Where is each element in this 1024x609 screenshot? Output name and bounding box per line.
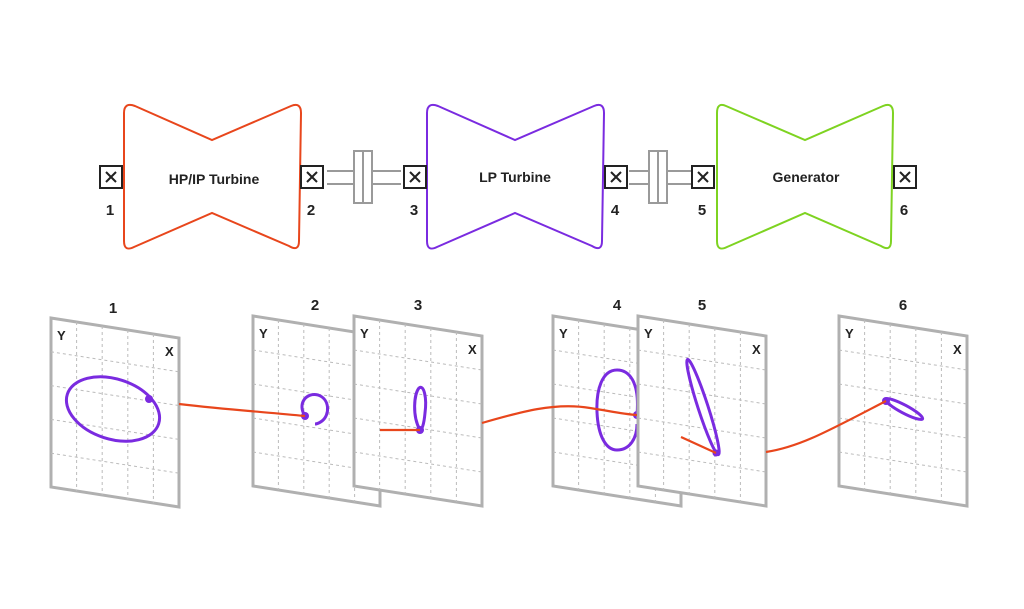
deflection-segment-1-2 (178, 402, 306, 418)
orbit-panels: YX1YX2YX3YX4YX5YX6 (49, 297, 969, 509)
machine-label: HP/IP Turbine (169, 171, 260, 187)
machine-label: Generator (773, 169, 840, 185)
bearing-3: 3 (403, 165, 427, 219)
orbit-plot-2: YX2 (251, 297, 382, 508)
bearing-cross-icon (899, 171, 911, 183)
orbit-trace (300, 393, 329, 426)
orbit-plot-1: Y X 1 (49, 300, 181, 509)
y-axis-label: Y (259, 326, 268, 341)
plot-number: 5 (698, 297, 706, 314)
bearing-4: 4 (604, 165, 628, 219)
bearing-cross-icon (409, 171, 421, 183)
bearing-number: 4 (611, 202, 620, 219)
shaft-deflection-line (178, 400, 887, 455)
plot-frame (352, 314, 484, 508)
coupling-2 (648, 150, 668, 204)
y-axis-label: Y (360, 326, 369, 341)
hp-ip-turbine: HP/IP Turbine (123, 103, 303, 250)
plot-number: 6 (899, 297, 907, 314)
plot-frame (636, 314, 768, 508)
plot-frame (251, 314, 382, 508)
bearing-number: 3 (410, 202, 418, 219)
plot-number: 4 (613, 297, 622, 314)
bearing-number: 1 (106, 202, 114, 219)
machine-label: LP Turbine (479, 169, 551, 185)
plot-frame (49, 316, 181, 509)
bearing-cross-icon (306, 171, 318, 183)
plot-number: 2 (311, 297, 319, 314)
orbit-keyphasor-dot (145, 395, 153, 403)
orbit-plot-6: Y X 6 (837, 297, 969, 508)
bearing-5: 5 (691, 165, 715, 219)
lp-turbine: LP Turbine (426, 103, 606, 250)
x-axis-label: X (165, 344, 174, 359)
bearing-number: 5 (698, 202, 706, 219)
bearing-2: 2 (300, 165, 324, 219)
orbit-trace (595, 368, 639, 452)
bearing-6: 6 (893, 165, 917, 219)
deflection-segment-5 (680, 435, 717, 455)
bearing-cross-icon (697, 171, 709, 183)
x-axis-label: X (752, 342, 761, 357)
bearings: 1 2 3 4 5 6 (99, 165, 917, 219)
deflection-segment-5-6 (765, 400, 887, 454)
y-axis-label: Y (57, 328, 66, 343)
orbit-plot-5: Y X 5 (636, 297, 768, 508)
bearing-cross-icon (105, 171, 117, 183)
plot-number: 1 (109, 300, 117, 317)
coupling-1 (353, 150, 373, 204)
x-axis-label: X (468, 342, 477, 357)
y-axis-label: Y (559, 326, 568, 341)
orbit-trace (64, 375, 162, 443)
bearing-1: 1 (99, 165, 123, 219)
generator: Generator (716, 103, 895, 250)
bearing-cross-icon (610, 171, 622, 183)
orbit-trace (413, 385, 428, 432)
x-axis-label: X (953, 342, 962, 357)
machine-train: HP/IP Turbine LP Turbine Generator 1 2 3 4 5… (99, 103, 917, 250)
plot-number: 3 (414, 297, 422, 314)
plot-frame (837, 314, 969, 508)
y-axis-label: Y (644, 326, 653, 341)
orbit-plot-3: Y X 3 (352, 297, 484, 508)
bearing-number: 6 (900, 202, 908, 219)
deflection-segment-3-4 (481, 405, 638, 425)
bearing-number: 2 (307, 202, 315, 219)
y-axis-label: Y (845, 326, 854, 341)
